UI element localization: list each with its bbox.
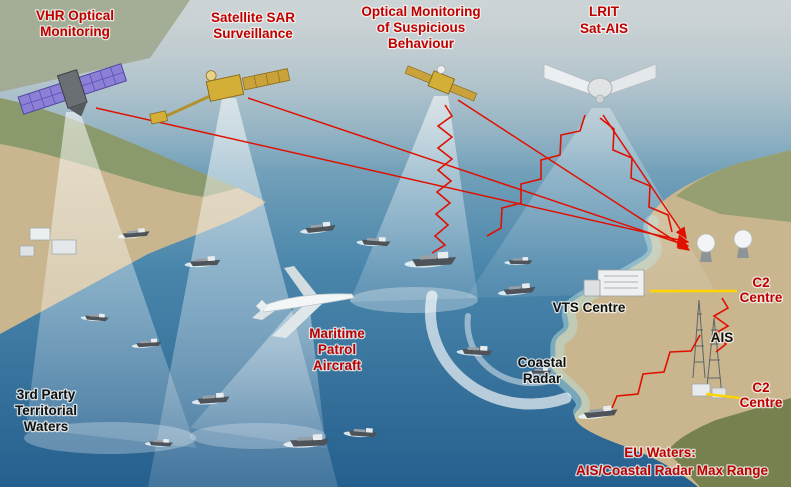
- ais-lattice-masts: [692, 299, 723, 397]
- c2-top-label-line2: Centre: [740, 290, 783, 305]
- optical-label-line3: Behaviour: [388, 36, 455, 51]
- shore-data-links: [650, 289, 741, 400]
- label-lrit-sat-ais: LRIT Sat-AIS: [579, 3, 630, 38]
- label-c2-centre-top: C2 Centre: [738, 274, 784, 307]
- zigzag-optical-to-ship: [431, 104, 454, 254]
- lrit-label-line2: Sat-AIS: [580, 21, 628, 36]
- coastal-radar-range-arc-inner: [464, 313, 555, 387]
- optical-label-line1: Optical Monitoring: [361, 4, 480, 19]
- zigzag-ais-to-ship: [611, 334, 701, 409]
- label-satellite-sar-surveillance: Satellite SAR Surveillance: [210, 9, 297, 43]
- downlink-optical-to-c2: [457, 99, 691, 251]
- maritime-patrol-aircraft-icon: [252, 266, 355, 338]
- label-c2-centre-bottom: C2 Centre: [738, 379, 784, 412]
- coastal-radar-label-line2: Radar: [523, 371, 562, 386]
- comm-zigzag-links: [431, 104, 730, 409]
- third-party-label-line1: 3rd Party: [17, 387, 76, 402]
- ais-label: AIS: [711, 330, 734, 345]
- eu-waters-label-line1: EU Waters:: [624, 445, 696, 460]
- right-coast-dark-land: [668, 398, 791, 487]
- downlink-vhr-to-c2: [95, 107, 690, 245]
- c2-top-label-line1: C2: [752, 275, 769, 290]
- label-third-party-territorial-waters: 3rd Party Territorial Waters: [14, 386, 79, 436]
- lrit-beam: [466, 108, 716, 298]
- aircraft-beam: [190, 306, 326, 448]
- coastal-radar-range-arc: [424, 290, 572, 410]
- label-optical-monitoring-suspicious: Optical Monitoring of Suspicious Behavio…: [360, 3, 482, 53]
- right-coast-greenery: [676, 150, 791, 222]
- eu-waters-label-line2: AIS/Coastal Radar Max Range: [576, 463, 769, 478]
- distant-land-top-left: [0, 0, 190, 92]
- c2-bottom-label-line1: C2: [752, 380, 769, 395]
- radar-dome-towers: [696, 229, 753, 262]
- left-coast-greenery: [0, 98, 238, 197]
- label-vhr-optical-monitoring: VHR Optical Monitoring: [35, 7, 116, 41]
- vhr-optical-satellite-icon: [17, 63, 128, 117]
- sar-label-line2: Surveillance: [213, 26, 293, 41]
- optical-label-line2: of Suspicious: [377, 20, 466, 35]
- label-coastal-radar: Coastal Radar: [516, 354, 567, 388]
- label-ais: AIS: [709, 329, 734, 347]
- zigzag-lrit-to-ship: [486, 114, 586, 237]
- sensor-beams: [24, 96, 716, 487]
- label-eu-waters: EU Waters: AIS/Coastal Radar Max Range: [575, 444, 770, 480]
- yellow-link-ais-to-c2: [705, 392, 741, 400]
- right-coast-land: [550, 150, 791, 487]
- vhr-label-line1: VHR Optical: [36, 8, 114, 23]
- optical-satellite-icon: [404, 65, 478, 102]
- downlink-lrit-to-c2: [602, 114, 687, 240]
- right-coast-buildings: [691, 383, 727, 399]
- downlink-sar-to-c2: [247, 97, 690, 248]
- vhr-beam: [26, 112, 196, 448]
- label-maritime-patrol-aircraft: Maritime Patrol Aircraft: [308, 325, 367, 375]
- vts-centre-building: [583, 269, 645, 297]
- aircraft-label-line2: Patrol: [318, 342, 356, 357]
- third-party-label-line2: Territorial: [15, 403, 77, 418]
- third-party-label-line3: Waters: [24, 419, 69, 434]
- aircraft-label-line1: Maritime: [309, 326, 365, 341]
- aircraft-label-line3: Aircraft: [313, 358, 362, 373]
- coastal-radar-label-line1: Coastal: [518, 355, 567, 370]
- optical-beam: [350, 96, 478, 302]
- c2-bottom-label-line2: Centre: [740, 395, 783, 410]
- satellite-downlink-lines: [95, 97, 691, 251]
- optical-footprint: [350, 287, 478, 313]
- sar-label-line1: Satellite SAR: [211, 10, 295, 25]
- sar-satellite-icon: [149, 68, 291, 125]
- left-coast-buildings: [19, 227, 77, 257]
- zigzag-radar-to-ais: [712, 297, 730, 353]
- vts-centre-label: VTS Centre: [553, 300, 626, 315]
- vhr-label-line2: Monitoring: [40, 24, 110, 39]
- label-vts-centre: VTS Centre: [551, 299, 627, 317]
- lrit-satellite-icon: [543, 63, 657, 104]
- lrit-label-line1: LRIT: [589, 4, 620, 19]
- zigzag-lrit-to-coast: [599, 117, 673, 233]
